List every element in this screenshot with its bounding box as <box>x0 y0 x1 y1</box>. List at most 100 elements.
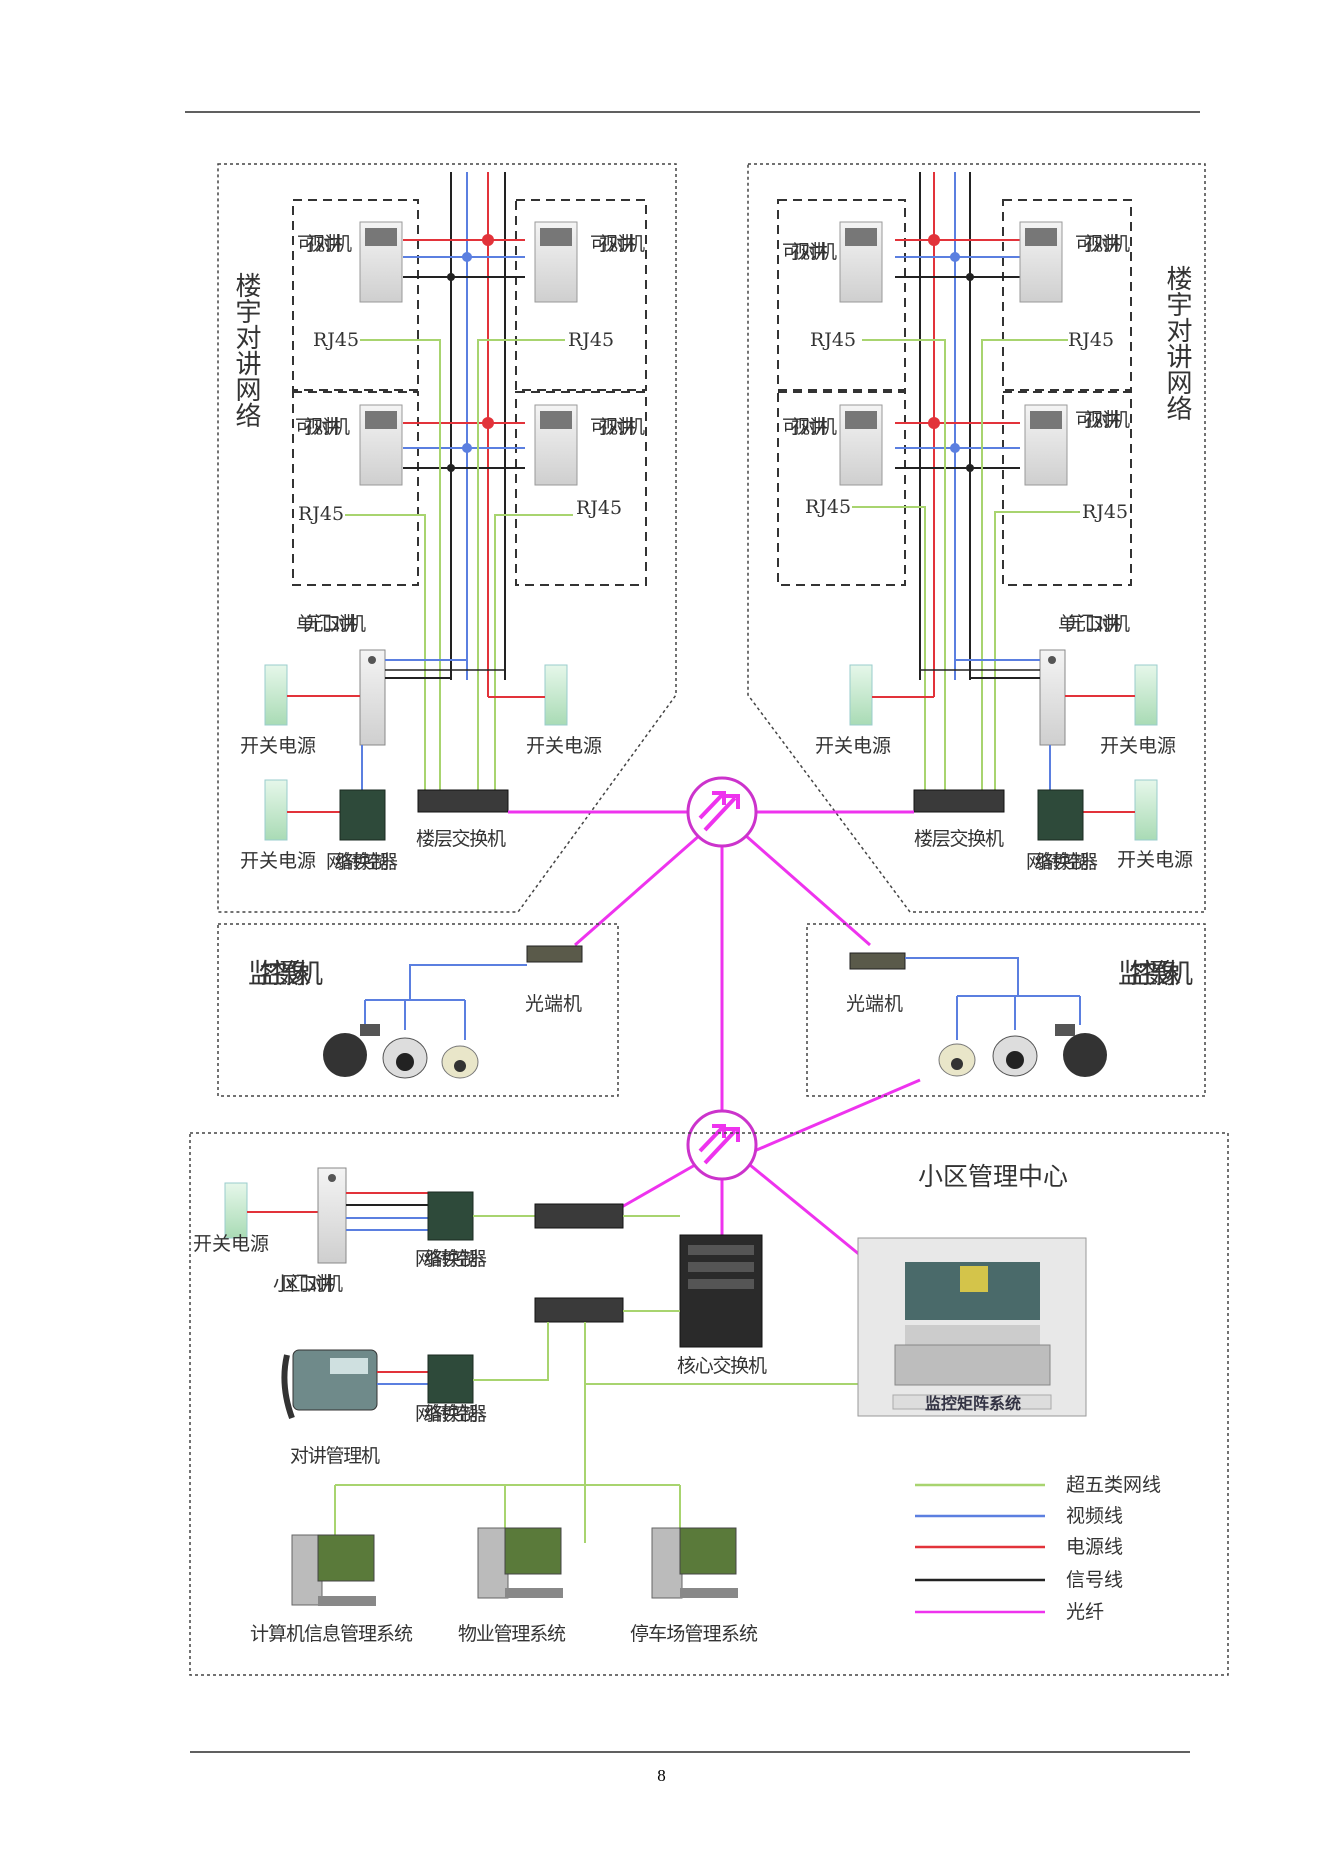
page-number: 8 <box>657 1766 666 1785</box>
video-intercom-icon <box>534 404 578 486</box>
legend: 超五类网线 视频线 电源线 信号线 光纤 <box>915 1474 1161 1623</box>
unit-door-label: 单元门口对讲机 <box>1058 613 1130 635</box>
fiber-backbone <box>508 776 921 1257</box>
left-building-network: 可视对讲机 可视对讲机 可视对讲机 可视对讲机 RJ45 RJ45 RJ45 R… <box>217 163 677 913</box>
rj45-label: RJ45 <box>805 496 851 518</box>
computer-icon <box>651 1527 738 1599</box>
computer-icon <box>477 1527 563 1599</box>
floor-box <box>1002 199 1132 391</box>
system-label: 物业管理系统 <box>458 1623 566 1645</box>
net-converter-label: 网络转换控制器 <box>326 851 398 873</box>
right-cctv-boundary <box>806 923 1206 1097</box>
floor-switch-label: 楼层交换机 <box>914 828 1004 850</box>
unit-door-intercom-icon <box>359 649 386 746</box>
system-label: 停车场管理系统 <box>630 1623 758 1645</box>
floor-box <box>292 391 419 586</box>
legend-label: 视频线 <box>1066 1505 1123 1527</box>
floor-switch-label: 楼层交换机 <box>416 828 506 850</box>
switch-icon <box>534 1297 624 1323</box>
video-intercom-icon <box>359 404 403 486</box>
power-supply-label: 开关电源 <box>240 735 316 757</box>
management-boundary <box>189 1132 1229 1676</box>
power-supply-icon <box>544 664 568 726</box>
rj45-label: RJ45 <box>568 329 614 351</box>
intercom-label: 可视对讲机 <box>297 233 352 255</box>
rj45-label: RJ45 <box>1082 501 1128 523</box>
floor-box <box>777 391 906 586</box>
monitoring-room-icon <box>857 1237 1087 1417</box>
router-icon <box>686 776 758 848</box>
bullet-camera-icon <box>441 1045 479 1079</box>
optical-transceiver-icon <box>526 945 583 963</box>
left-cctv-group: 监控摄像机 光端机 <box>217 923 619 1097</box>
left-cctv-boundary <box>217 923 619 1097</box>
video-intercom-icon <box>839 221 883 303</box>
floor-box <box>1002 391 1132 586</box>
legend-label: 光纤 <box>1066 1601 1104 1623</box>
system-label: 计算机信息管理系统 <box>250 1623 413 1645</box>
gate-intercom-label: 小区门口对讲机 <box>273 1273 343 1295</box>
cctv-title: 监控摄像机 <box>1118 959 1193 990</box>
floor-box <box>515 199 647 391</box>
cctv-title: 监控摄像机 <box>248 959 323 990</box>
video-intercom-icon <box>1024 404 1068 486</box>
gate-intercom-icon <box>317 1167 347 1264</box>
intercom-label: 可视对讲机 <box>782 241 837 263</box>
dome-camera-icon <box>992 1035 1038 1077</box>
router-icon <box>686 1109 758 1181</box>
center-title: 小区管理中心 <box>918 1162 1068 1191</box>
floor-switch-icon <box>417 789 509 813</box>
optical-transceiver-icon <box>849 952 906 970</box>
power-supply-icon <box>1134 664 1158 726</box>
right-building-network: 可视对讲机 可视对讲机 可视对讲机 可视对讲机 RJ45 RJ45 RJ45 R… <box>747 163 1206 913</box>
intercom-label: 可视对讲机 <box>590 416 645 438</box>
optical-label: 光端机 <box>525 993 582 1015</box>
core-switch-label: 核心交换机 <box>677 1355 767 1377</box>
bullet-camera-icon <box>938 1043 976 1077</box>
floor-box <box>292 199 419 391</box>
video-intercom-icon <box>839 404 883 486</box>
unit-door-intercom-icon <box>1039 649 1066 746</box>
rj45-label: RJ45 <box>313 329 359 351</box>
dome-camera-icon <box>382 1037 428 1079</box>
optical-label: 光端机 <box>846 993 903 1015</box>
left-building-boundary <box>217 163 677 913</box>
floor-box <box>515 391 647 586</box>
video-intercom-icon <box>359 221 403 303</box>
floor-box <box>777 199 906 391</box>
power-supply-label: 开关电源 <box>1117 849 1193 871</box>
net-converter-label: 网络转换控制器 <box>1026 851 1098 873</box>
floor-switch-icon <box>913 789 1005 813</box>
rj45-label: RJ45 <box>810 329 856 351</box>
power-supply-label: 开关电源 <box>526 735 602 757</box>
rj45-label: RJ45 <box>1068 329 1114 351</box>
video-intercom-icon <box>1019 221 1063 303</box>
management-area: 开关电源 小区门口对讲机 网络转换控制器 核心交换机 对讲管理机 网络转换控制 <box>189 1132 1229 1676</box>
right-cctv-group: 监控摄像机 光端机 <box>806 923 1206 1097</box>
switch-icon <box>534 1203 624 1229</box>
power-supply-icon <box>264 779 288 841</box>
power-supply-label: 开关电源 <box>1100 735 1176 757</box>
rj45-label: RJ45 <box>576 497 622 519</box>
net-converter-icon <box>339 789 386 841</box>
net-converter-icon <box>427 1191 474 1241</box>
legend-label: 电源线 <box>1066 1536 1123 1558</box>
intercom-label: 可视对讲机 <box>782 416 837 438</box>
power-supply-label: 开关电源 <box>815 735 891 757</box>
intercom-manager-icon <box>281 1349 378 1420</box>
ptz-camera-icon <box>1055 1024 1107 1077</box>
legend-label: 信号线 <box>1066 1569 1123 1591</box>
right-building-boundary <box>747 163 1206 913</box>
net-converter-icon <box>1037 789 1084 841</box>
intercom-manager-label: 对讲管理机 <box>290 1445 380 1467</box>
building-title: 楼宇对讲网络 <box>231 272 261 428</box>
net-converter-label: 网络转换控制器 <box>415 1248 487 1270</box>
computer-icon <box>291 1534 376 1606</box>
unit-door-label: 单元门口对讲机 <box>296 613 366 635</box>
power-supply-label: 开关电源 <box>193 1233 269 1255</box>
intercom-label: 可视对讲机 <box>1075 233 1130 255</box>
rj45-label: RJ45 <box>298 503 344 525</box>
matrix-label: 监控矩阵系统 <box>925 1394 1021 1413</box>
net-converter-label: 网络转换控制器 <box>415 1403 487 1425</box>
